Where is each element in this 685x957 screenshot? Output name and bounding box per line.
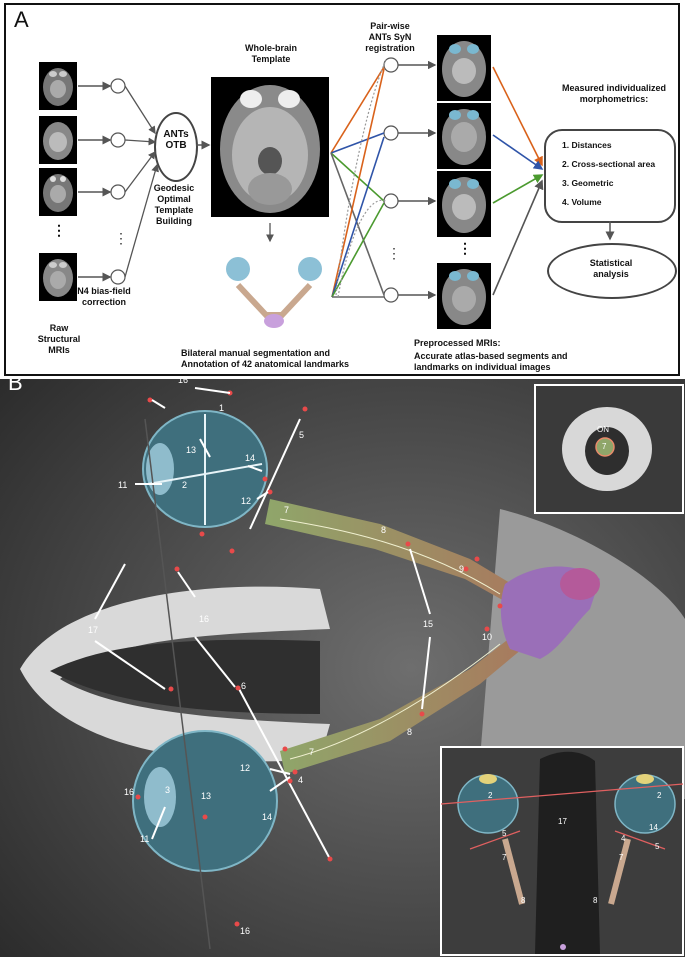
inset-label: 14 [649, 823, 658, 832]
landmark-label: 3 [165, 785, 171, 795]
landmark-label: 12 [240, 763, 251, 773]
registration-label: Pair-wise ANTs SyN registration [365, 21, 415, 53]
inset-label: 5 [502, 829, 507, 838]
landmark-label: 16 [240, 926, 251, 936]
morpho-item: 1. Distances [562, 140, 612, 150]
landmark-label: 7 [284, 505, 290, 515]
landmark-label: 2 [182, 480, 188, 490]
n4-label: N4 bias-field correction [77, 286, 131, 307]
landmark-label: 15 [423, 619, 434, 629]
inset-label: 7 [602, 442, 607, 451]
landmark-label: 16 [199, 614, 210, 624]
flow-connectors: ⋮ ⋮ [78, 57, 615, 303]
landmark-label: 14 [262, 812, 273, 822]
raw-mri-thumbnail [39, 253, 77, 301]
landmark-label: 4 [298, 775, 304, 785]
template-label: Whole-brain Template [245, 43, 297, 64]
svg-text:⋮: ⋮ [114, 230, 128, 246]
preprocessed-mri [437, 263, 491, 329]
panel-b-letter: B [8, 379, 23, 395]
landmark-label: 1 [219, 403, 225, 413]
preprocessed-mri [437, 171, 491, 237]
inset-label: 17 [558, 817, 567, 826]
inset-label: 8 [593, 896, 598, 905]
morphometrics-title: Measured individualized morphometrics: [561, 83, 667, 104]
raw-mri-thumbnail [39, 168, 77, 216]
inset-label: 2 [657, 791, 662, 800]
raw-mri-label: Raw Structural MRIs [37, 323, 81, 355]
preprocessed-mri [437, 35, 491, 101]
landmark-label: 9 [459, 564, 465, 574]
landmark-label: 17 [88, 625, 99, 635]
inset-label: 7 [619, 853, 624, 862]
whole-brain-template [211, 77, 329, 217]
panel-a: A ⋮ Raw Structural MRIs N4 bias-field co… [4, 3, 680, 376]
morpho-item: 2. Cross-sectional area [562, 159, 656, 169]
landmark-label: 12 [241, 496, 252, 506]
landmark-label: 7 [309, 747, 315, 757]
svg-text:⋮: ⋮ [387, 245, 401, 261]
vertical-ellipsis: ⋮ [52, 222, 66, 238]
landmark-label: 16 [178, 379, 189, 385]
landmark-label: 10 [482, 632, 493, 642]
inset-label: 4 [621, 834, 626, 843]
segmentation-label: Bilateral manual segmentation and Annota… [181, 348, 350, 369]
landmark-label: 8 [407, 727, 413, 737]
landmark-label: 13 [201, 791, 212, 801]
landmark-label: 5 [299, 430, 305, 440]
orbit-mri-illustration [0, 379, 685, 957]
inset-label: 2 [488, 791, 493, 800]
raw-mri-thumbnail [39, 116, 77, 164]
landmark-label: 16 [124, 787, 135, 797]
landmark-label: 6 [241, 681, 247, 691]
inset-label: 7 [502, 853, 507, 862]
morpho-item: 4. Volume [562, 197, 602, 207]
inset-label: 5 [655, 842, 660, 851]
geodesic-label: Geodesic Optimal Template Building [153, 183, 195, 226]
preprocessed-title: Preprocessed MRIs: [414, 338, 501, 348]
landmark-label: 13 [186, 445, 197, 455]
segmentation-model [216, 255, 332, 335]
panel-b: B 1 2 13 14 11 12 5 7 8 9 10 15 16 16 16… [0, 379, 685, 957]
statistical-analysis-label: Statistical analysis [589, 258, 633, 279]
statistical-analysis-node [547, 243, 677, 299]
landmark-label: 11 [118, 480, 128, 490]
optic-nerve-label: ON [597, 425, 609, 434]
preprocessed-text: Accurate atlas-based segments and landma… [414, 351, 568, 372]
landmark-label: 11 [140, 834, 150, 844]
landmark-label: 14 [245, 453, 256, 463]
morpho-item: 3. Geometric [562, 178, 614, 188]
vertical-ellipsis: ⋮ [458, 240, 472, 256]
inset-label: 8 [521, 896, 526, 905]
panel-a-letter: A [14, 7, 29, 32]
preprocessed-mri [437, 103, 491, 169]
landmark-label: 8 [381, 525, 387, 535]
ants-otb-node [154, 112, 198, 182]
raw-mri-thumbnail [39, 62, 77, 110]
ants-otb-label: ANTs OTB [163, 129, 189, 151]
